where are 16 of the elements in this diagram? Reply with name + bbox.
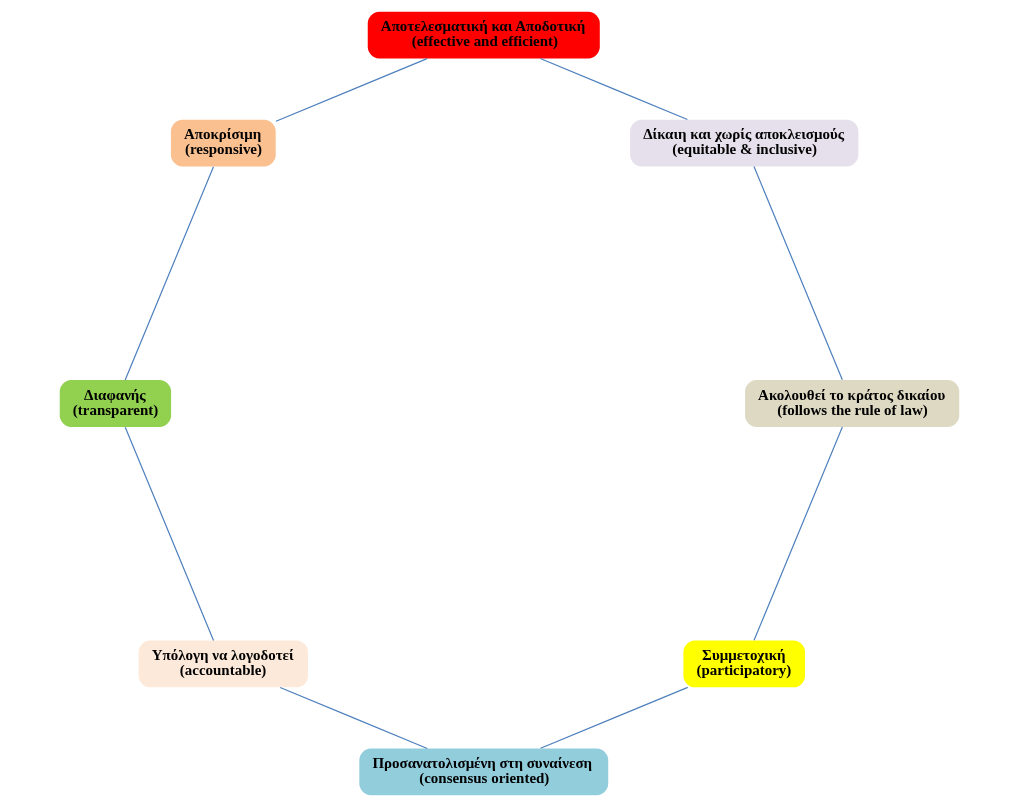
connector xyxy=(275,58,428,122)
node-box: Αποτελεσματική και Αποδοτική (effective and efficient) xyxy=(367,11,600,59)
node-box: Διαφανής (transparent) xyxy=(59,380,172,427)
node-box: Συμμετοχική (participatory) xyxy=(683,640,806,688)
node-box: Δίκαιη και χωρίς αποκλεισμούς (equitable & inclusive) xyxy=(630,119,859,167)
connector xyxy=(539,57,688,121)
node-box: Υπόλογη να λογοδοτεί (accountable) xyxy=(138,640,308,688)
node-box: Αποκρίσιμη (responsive) xyxy=(170,119,276,167)
connector xyxy=(753,426,843,641)
connector xyxy=(279,686,428,750)
connector xyxy=(753,166,843,381)
node-box: Ακολουθεί το κράτος δικαίου (follows the rule of law) xyxy=(745,380,960,427)
connector xyxy=(124,166,215,381)
connector xyxy=(124,426,215,641)
connector xyxy=(540,686,689,749)
node-box: Προσανατολισμένη στη συναίνεση (consensus oriented) xyxy=(359,748,609,796)
